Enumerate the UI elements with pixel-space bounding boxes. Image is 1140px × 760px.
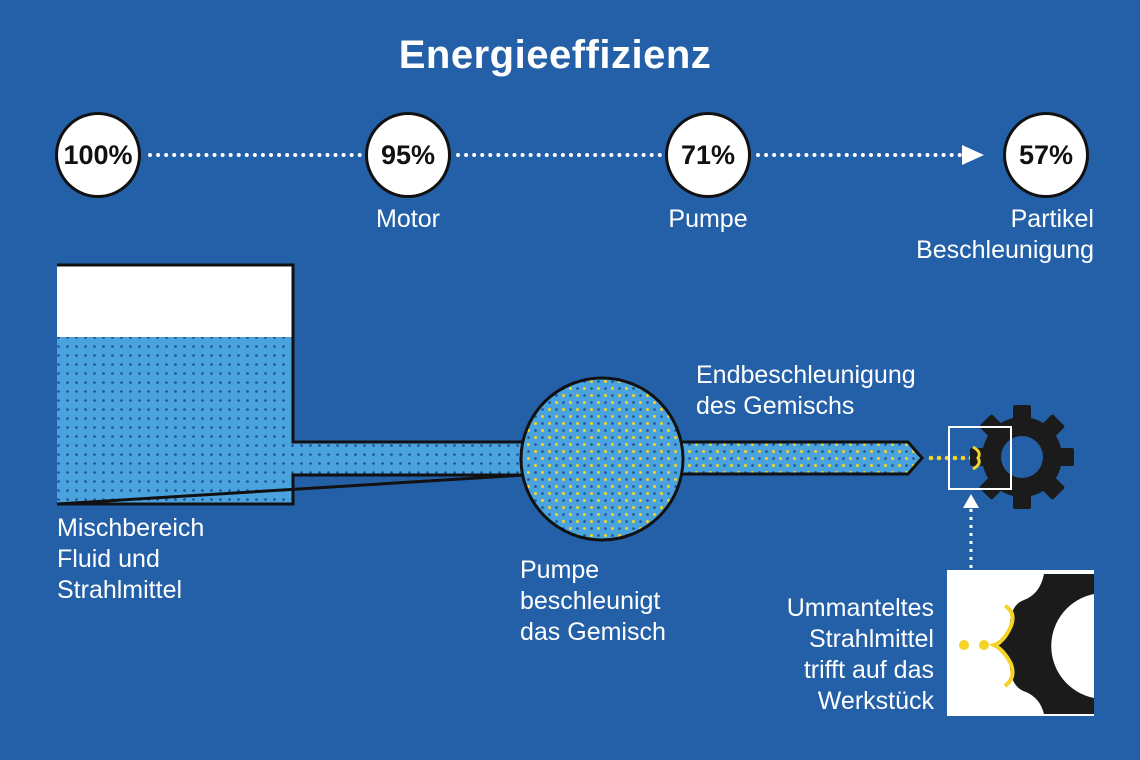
efficiency-value: 71% (680, 139, 736, 170)
efficiency-circle-particle: 57% (1003, 112, 1089, 198)
impact-coating (972, 445, 981, 471)
nozzle-pipe (678, 440, 924, 476)
diagram-title: Energieeffizienz (398, 33, 712, 77)
gear-icon (970, 405, 1074, 509)
efficiency-circle-pump: 71% (665, 112, 751, 198)
label-mixing-area: Mischbereich Fluid und Strahlmittel (57, 514, 205, 604)
efficiency-connector-2 (456, 153, 662, 157)
label-pump-accelerates: Pumpe beschleunigt das Gemisch (520, 556, 666, 646)
detail-frame (948, 426, 1012, 490)
label-impact: Ummanteltes Strahlmittel trifft auf das … (786, 594, 934, 715)
efficiency-connector-1 (148, 153, 362, 157)
efficiency-value: 57% (1018, 139, 1074, 170)
arrow-right-icon (962, 145, 984, 165)
zoom-detail-box (947, 570, 1094, 716)
stage-label-pump: Pumpe (668, 205, 748, 233)
efficiency-circle-motor: 95% (365, 112, 451, 198)
efficiency-value: 95% (380, 139, 436, 170)
stage-label-motor: Motor (376, 205, 440, 233)
mixing-tank (56, 263, 529, 506)
efficiency-value: 100% (63, 139, 133, 170)
efficiency-connector-3 (756, 153, 962, 157)
stage-label-particle: Partikel Beschleunigung (916, 205, 1094, 264)
label-final-acceleration: Endbeschleunigung des Gemischs (696, 361, 916, 420)
efficiency-circle-100: 100% (55, 112, 141, 198)
particle-stream (928, 455, 974, 461)
arrow-up-icon (963, 494, 979, 568)
pump-chamber (519, 376, 685, 542)
